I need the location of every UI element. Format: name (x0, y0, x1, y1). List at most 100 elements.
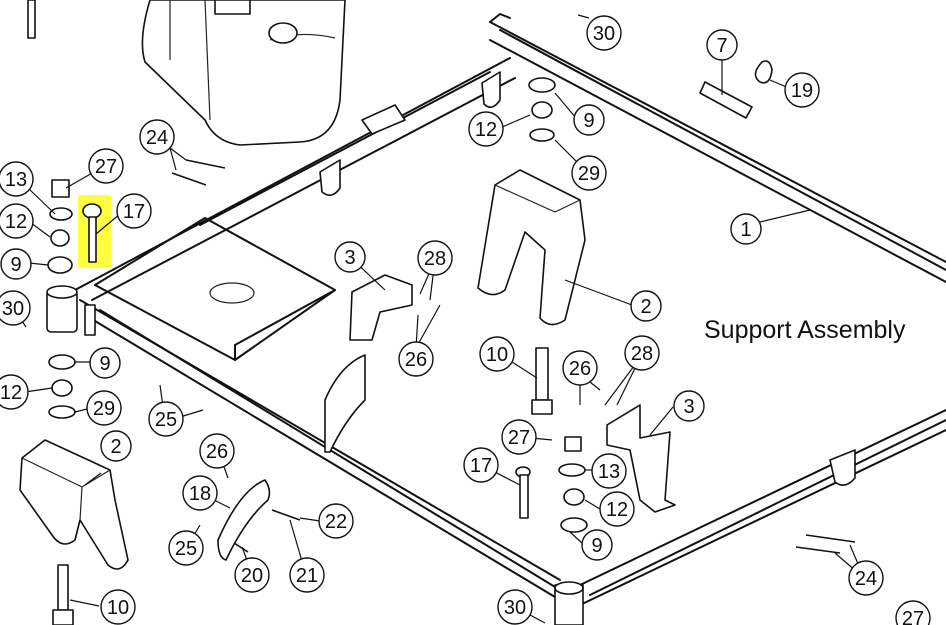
callout-label: 9 (10, 254, 21, 276)
callout-label: 27 (508, 427, 530, 449)
diagram-title: Support Assembly (704, 316, 906, 344)
callout-label: 12 (475, 119, 497, 141)
callout-label: 10 (107, 597, 129, 619)
callout-label: 26 (569, 358, 591, 380)
callout-26: 26 (562, 350, 598, 386)
callout-21: 21 (289, 557, 325, 593)
callout-label: 20 (241, 565, 263, 587)
callout-circle (86, 390, 122, 426)
callout-label: 1 (740, 219, 751, 241)
callout-label: 9 (591, 535, 602, 557)
callout-circle (586, 15, 622, 51)
bracket-2-lower (19, 439, 129, 570)
callout-label: 30 (593, 23, 615, 45)
callout-circle (0, 203, 34, 239)
callout-1: 1 (730, 213, 762, 245)
callout-circle (0, 161, 34, 197)
callout-circle (581, 529, 613, 561)
callout-circle (0, 248, 32, 280)
callout-circle (148, 401, 184, 437)
callout-label: 22 (325, 511, 347, 533)
callout-circle (571, 155, 607, 191)
callout-circle (89, 347, 121, 379)
hardware (27, 0, 856, 625)
bracket-2-upper (477, 169, 586, 326)
callout-10: 10 (100, 589, 136, 625)
bracket-3-upper (349, 274, 413, 341)
callout-30: 30 (497, 589, 533, 625)
callout-circle (168, 530, 204, 566)
callout-label: 28 (424, 248, 446, 270)
callout-9: 9 (573, 104, 605, 136)
callout-12: 12 (599, 491, 635, 527)
callout-circle (706, 29, 738, 61)
callout-17: 17 (463, 447, 499, 483)
callout-27: 27 (88, 148, 124, 184)
callout-label: 12 (606, 499, 628, 521)
callout-circle (497, 589, 533, 625)
callout-9: 9 (89, 347, 121, 379)
callout-3: 3 (673, 390, 705, 422)
callout-label: 9 (583, 110, 594, 132)
callout-circle (289, 557, 325, 593)
callout-label: 30 (504, 597, 526, 619)
callout-24: 24 (848, 560, 884, 596)
callout-29: 29 (86, 390, 122, 426)
callout-13: 13 (591, 453, 627, 489)
callout-9: 9 (0, 248, 32, 280)
callout-28: 28 (417, 240, 453, 276)
tank (141, 0, 346, 146)
callout-label: 24 (146, 127, 168, 149)
callout-19: 19 (784, 72, 820, 108)
callout-2: 2 (100, 430, 132, 462)
callout-label: 30 (2, 298, 24, 320)
frame (46, 13, 946, 625)
callout-label: 13 (598, 461, 620, 483)
callout-30: 30 (0, 290, 31, 326)
callout-27: 27 (501, 419, 537, 455)
callout-circle (88, 148, 124, 184)
callout-13: 13 (0, 161, 34, 197)
callout-circle (599, 491, 635, 527)
callout-label: 19 (791, 80, 813, 102)
callout-9: 9 (581, 529, 613, 561)
callout-label: 12 (0, 382, 22, 404)
callout-label: 27 (95, 156, 117, 178)
callout-circle (139, 119, 175, 155)
callout-17: 17 (116, 193, 152, 229)
callout-circle (199, 433, 235, 469)
callout-12: 12 (0, 374, 29, 410)
callout-circle (100, 589, 136, 625)
callout-circle (0, 374, 29, 410)
callout-circle (100, 430, 132, 462)
callout-circle (630, 290, 662, 322)
callout-28: 28 (624, 335, 660, 371)
callout-22: 22 (318, 503, 354, 539)
callout-label: 29 (578, 163, 600, 185)
callout-30: 30 (586, 15, 622, 51)
callout-circle (116, 193, 152, 229)
callout-label: 10 (486, 344, 508, 366)
callout-label: 24 (855, 568, 877, 590)
callout-circle (334, 241, 366, 273)
callout-label: 2 (640, 296, 651, 318)
callout-circle (417, 240, 453, 276)
callout-3: 3 (334, 241, 366, 273)
callout-circle (784, 72, 820, 108)
callout-label: 17 (470, 455, 492, 477)
callout-circle (479, 336, 515, 372)
callout-circle (573, 104, 605, 136)
callout-label: 29 (93, 398, 115, 420)
callout-label: 2 (110, 436, 121, 458)
callout-circle (468, 111, 504, 147)
callout-circle (895, 600, 931, 625)
callout-label: 27 (902, 608, 924, 625)
callout-label: 21 (296, 565, 318, 587)
callout-26: 26 (398, 341, 434, 377)
callout-circle (234, 557, 270, 593)
callout-26: 26 (199, 433, 235, 469)
callout-29: 29 (571, 155, 607, 191)
callout-25: 25 (148, 401, 184, 437)
